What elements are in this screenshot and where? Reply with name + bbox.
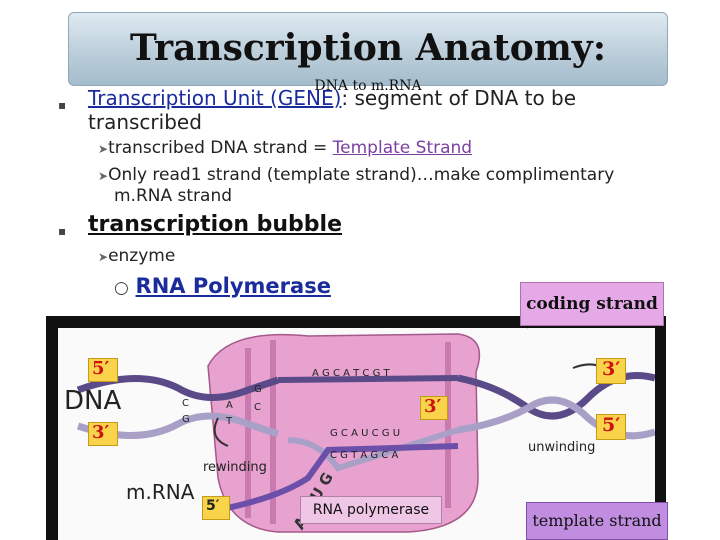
mrna-label: m.RNA — [126, 480, 195, 504]
bullet-icon: ▪ — [58, 98, 67, 112]
three-prime-mid-box — [420, 396, 448, 420]
sub-bullet-only-read: ➤Only read1 strand (template strand)…mak… — [98, 165, 614, 185]
base-c: C — [254, 402, 261, 413]
page-title: Transcription Anatomy: — [129, 27, 607, 69]
sub-sub-bullet-rna-polymerase: ○ RNA Polymerase — [114, 274, 331, 298]
coding-strand-label: coding strand — [526, 294, 658, 314]
five-prime-right-box — [596, 414, 626, 440]
coding-strand-callout: coding strand — [520, 282, 664, 326]
three-prime-left: 3′ — [92, 422, 110, 443]
title-banner: Transcription Anatomy: DNA to m.RNA — [68, 12, 668, 94]
page-subtitle: DNA to m.RNA — [314, 78, 422, 94]
bullet-transcription-bubble: transcription bubble — [88, 212, 343, 237]
base-g: G — [254, 384, 262, 395]
coding-strand-line — [277, 375, 459, 383]
five-prime-bottom-box — [202, 496, 230, 520]
arrow-icon: ➤ — [98, 142, 109, 156]
template-strand-callout: template strand — [526, 502, 668, 540]
bullet-text-continued: transcribed — [88, 110, 202, 134]
template-bases: C G T A G C A — [330, 450, 399, 461]
template-strand-line — [287, 427, 459, 472]
bullet-transcription-unit: Transcription Unit (GENE): segment of DN… — [88, 86, 576, 110]
five-prime-left: 5′ — [92, 358, 110, 379]
five-prime-right: 5′ — [602, 414, 621, 436]
arrow-icon: ➤ — [98, 169, 109, 183]
base-a: A — [226, 400, 233, 411]
rna-bases: G C A U C G U — [330, 428, 401, 439]
sub-bullet-template-strand: ➤transcribed DNA strand = Template Stran… — [98, 138, 472, 158]
rna-strand — [217, 443, 459, 513]
base-g-left: G — [182, 414, 190, 425]
coding-bases: A G C A T C G T — [312, 368, 390, 379]
circle-icon: ○ — [114, 278, 129, 298]
three-prime-mid: 3′ — [424, 396, 442, 417]
unwinding-label: unwinding — [528, 440, 596, 455]
arrow-icon: ➤ — [98, 250, 109, 264]
bullet-icon: ▪ — [58, 224, 67, 238]
sub-bullet-enzyme: ➤enzyme — [98, 246, 175, 266]
dna-label: DNA — [64, 386, 122, 416]
sub-bullet-text: enzyme — [108, 246, 176, 266]
five-prime-bottom: 5′ — [206, 498, 220, 514]
term-template-strand: Template Strand — [332, 138, 473, 158]
bullet-text: : segment of DNA to be — [341, 86, 577, 110]
three-prime-right-box — [596, 358, 626, 384]
sub-bullet-text: transcribed DNA strand = — [108, 138, 333, 158]
base-t: T — [226, 416, 233, 427]
sub-bullet-text: Only read1 strand (template strand)…make… — [108, 165, 615, 185]
rewinding-label: rewinding — [203, 460, 267, 475]
term-rna-polymerase: RNA Polymerase — [135, 274, 331, 298]
template-strand-label: template strand — [532, 511, 662, 530]
three-prime-left-box — [88, 422, 118, 446]
three-prime-right: 3′ — [602, 358, 621, 380]
rewinding-arrow — [213, 417, 229, 447]
rna-polymerase-label: RNA polymerase — [312, 502, 430, 518]
rna-polymerase-callout: RNA polymerase — [300, 496, 442, 524]
sub-bullet-only-read-cont: m.RNA strand — [114, 186, 233, 206]
five-prime-left-box — [88, 358, 118, 382]
term-transcription-unit: Transcription Unit (GENE) — [88, 86, 342, 110]
base-c-left: C — [182, 398, 189, 409]
